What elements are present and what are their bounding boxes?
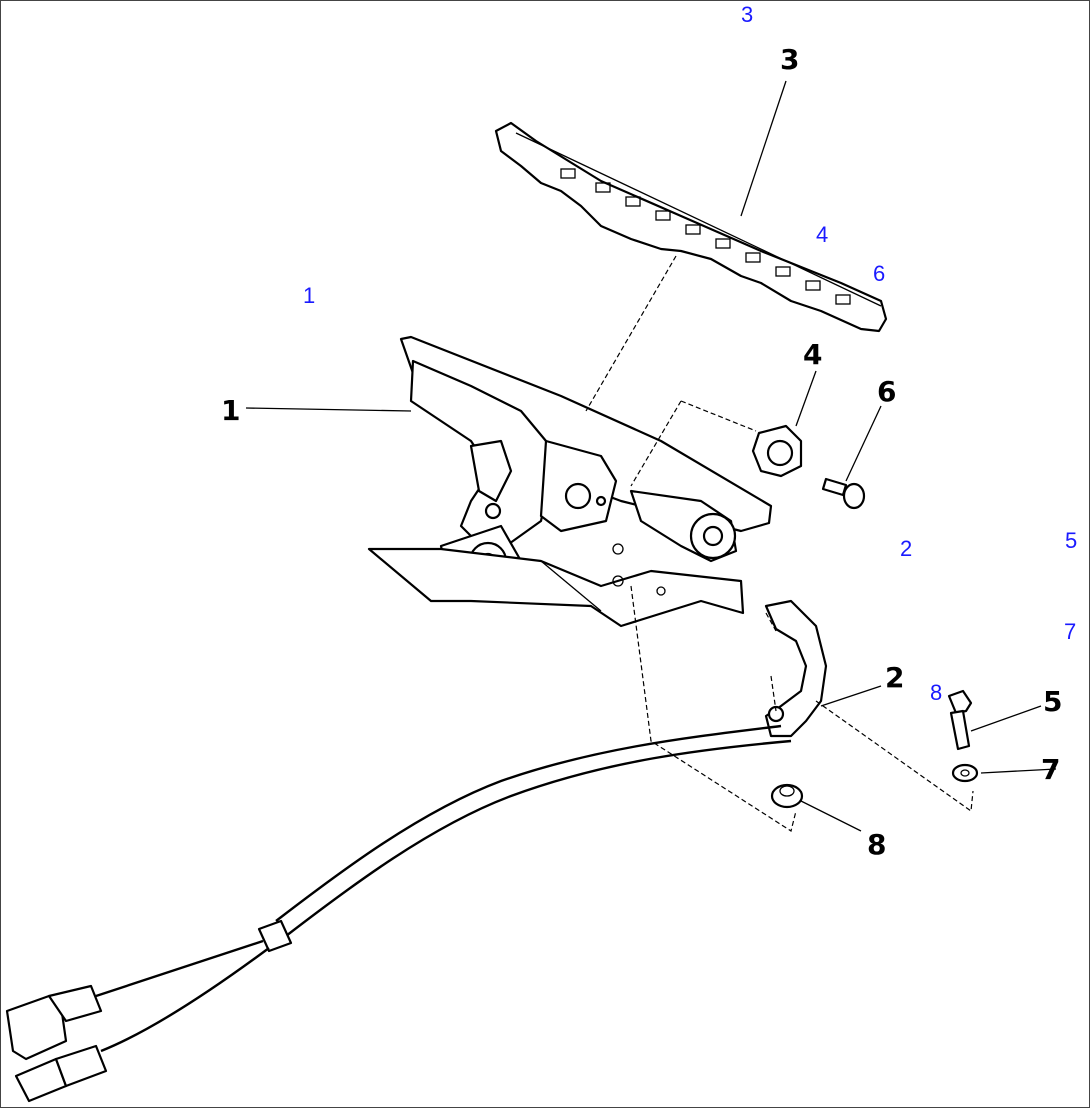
callout-5: 5 — [1043, 685, 1063, 718]
pedal-plate — [494, 121, 888, 333]
sensor-harness — [5, 599, 828, 1103]
bolt — [821, 477, 866, 510]
bracket — [751, 424, 803, 478]
callout-1: 1 — [221, 394, 241, 427]
screw — [947, 689, 973, 751]
mounting-plate — [367, 543, 745, 628]
hotlink-1[interactable]: 1 — [303, 283, 316, 308]
pedal-assembly — [399, 335, 773, 588]
hotlink-3[interactable]: 3 — [741, 2, 754, 27]
washer — [951, 763, 979, 783]
hotlink-6[interactable]: 6 — [873, 261, 886, 286]
callout-6: 6 — [877, 375, 897, 408]
callout-3: 3 — [780, 43, 800, 76]
callout-7: 7 — [1041, 753, 1061, 786]
callout-2: 2 — [885, 661, 905, 694]
hotlink-5[interactable]: 5 — [1065, 528, 1078, 553]
assembly-lines — [585, 255, 974, 832]
nut — [770, 783, 804, 809]
hotlink-2[interactable]: 2 — [900, 536, 913, 561]
callout-8: 8 — [867, 828, 887, 861]
leader-lines — [245, 80, 1057, 832]
callout-4: 4 — [803, 338, 823, 371]
hotlink-8[interactable]: 8 — [930, 680, 943, 705]
hotlink-4[interactable]: 4 — [816, 222, 829, 247]
hotlink-7[interactable]: 7 — [1064, 619, 1077, 644]
